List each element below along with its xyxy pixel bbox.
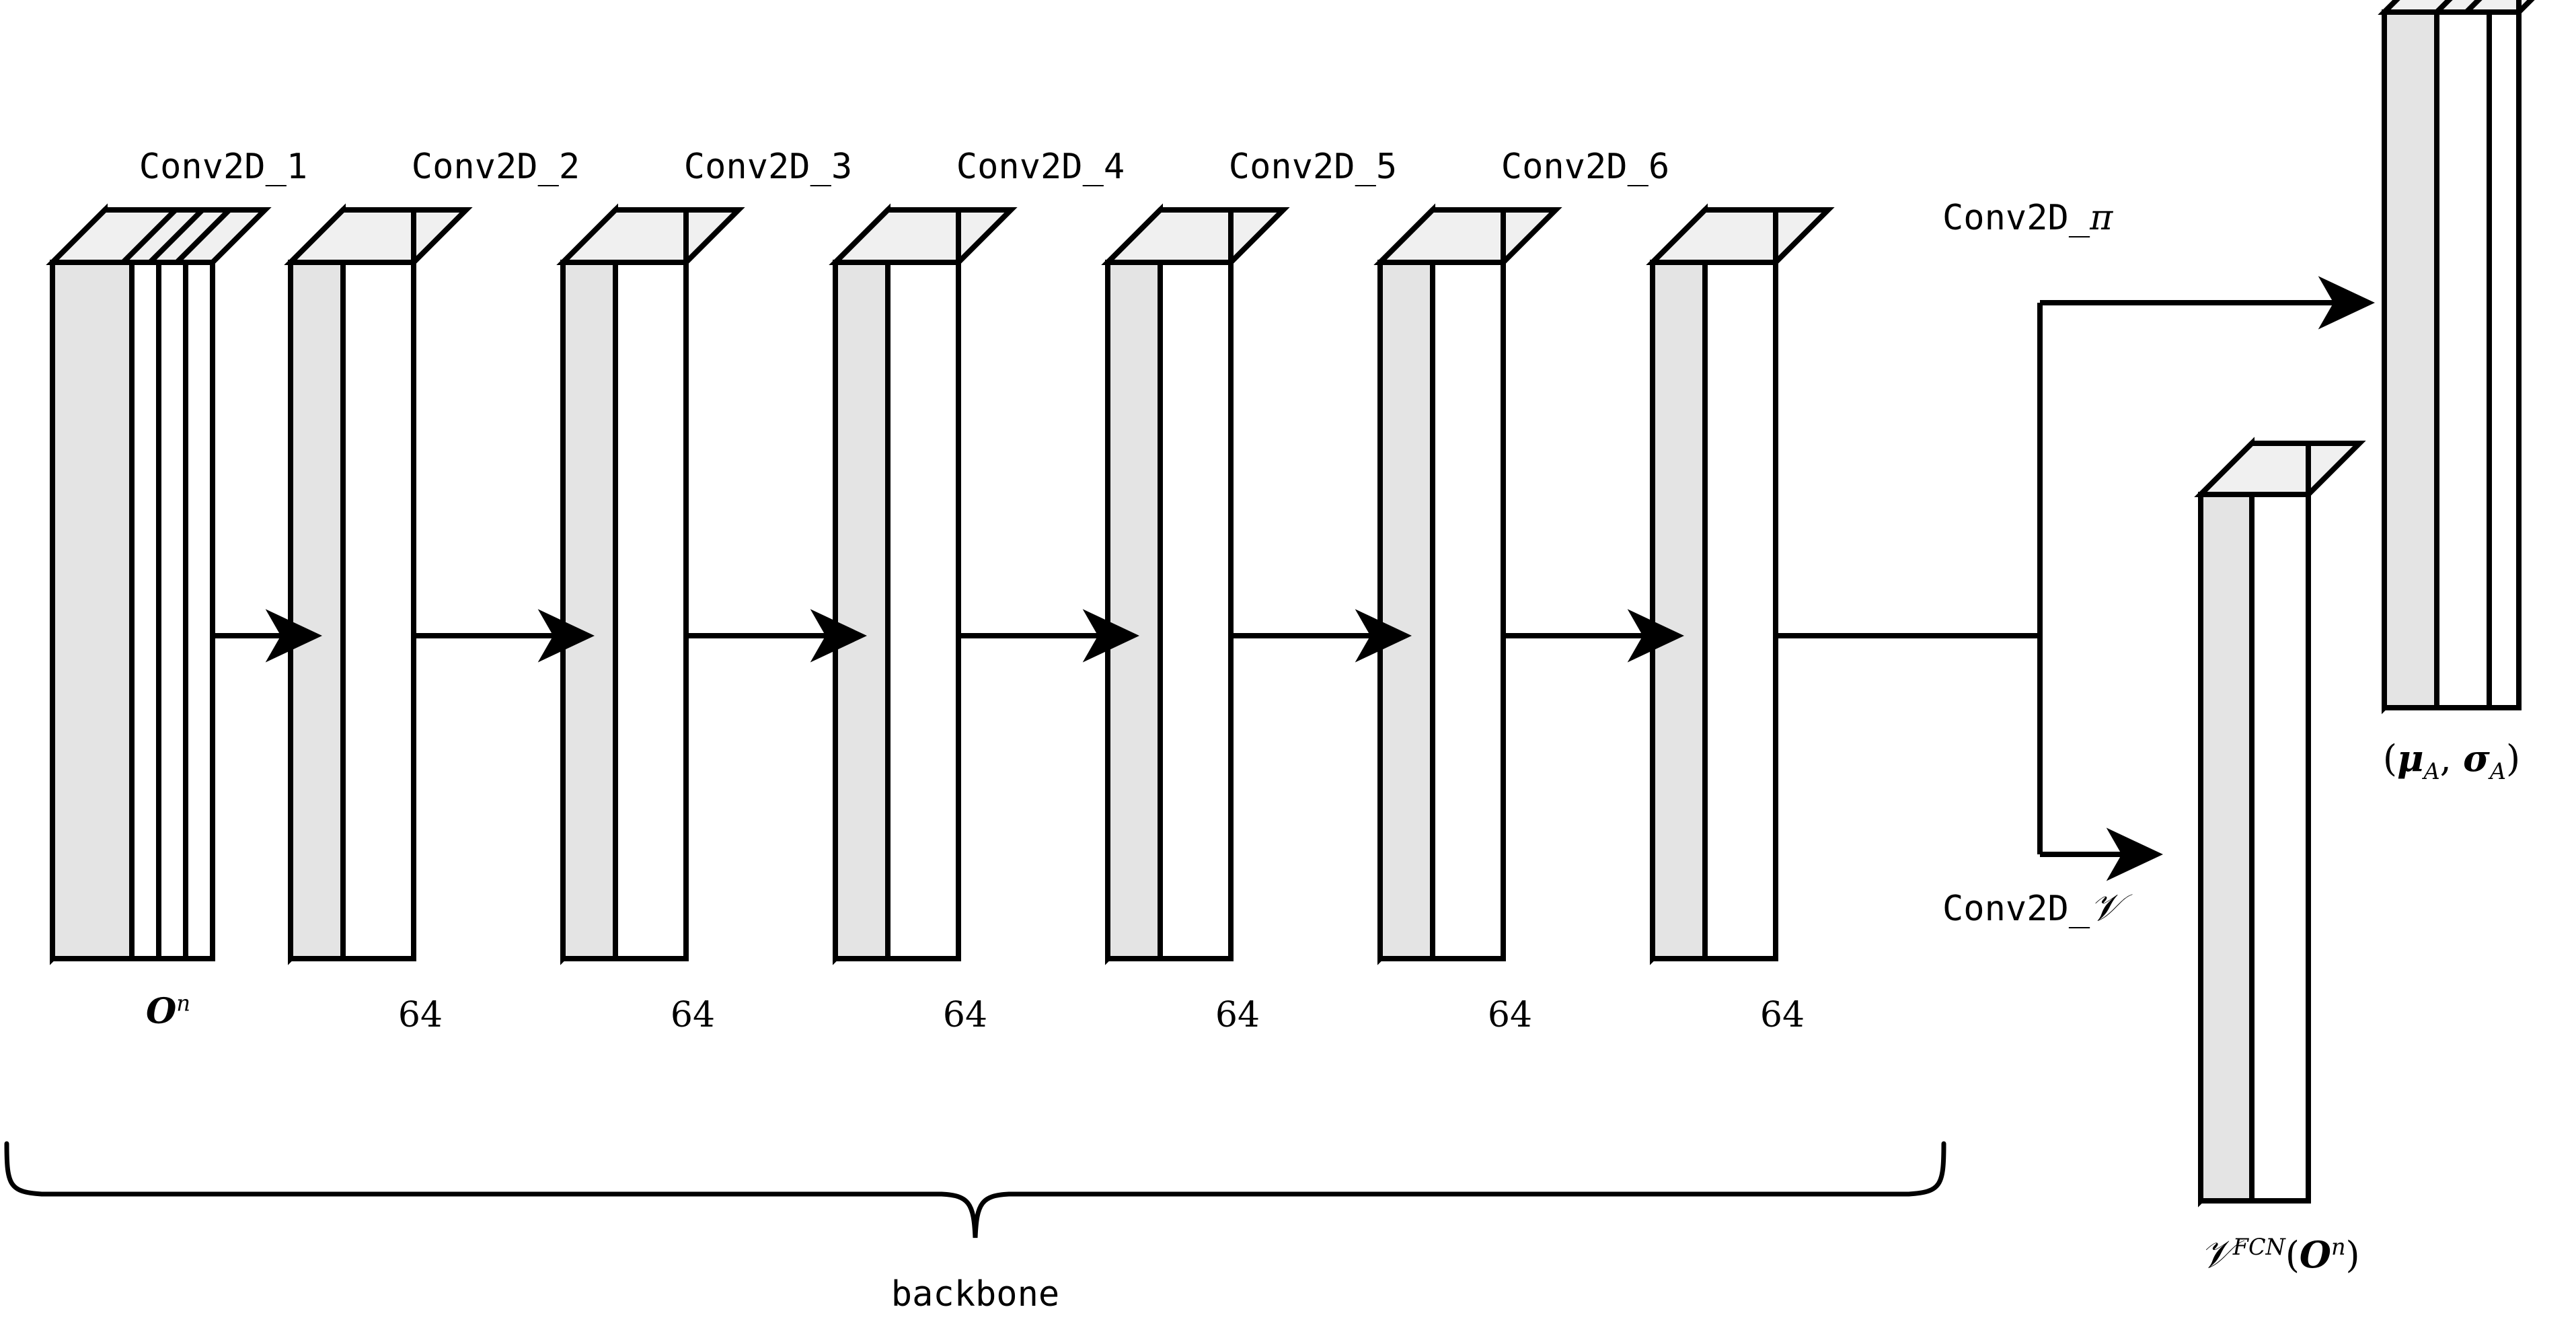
policy-head-prefix: Conv2D_ <box>1942 198 2090 238</box>
comma: , <box>2439 737 2464 780</box>
value-output-superscript: FCN <box>2232 1234 2285 1260</box>
value-output-o-superscript: n <box>2331 1234 2346 1260</box>
label-conv2d-6: Conv2D_6 <box>1501 147 1670 187</box>
label-conv2d-value-head: Conv2D_𝒱 <box>1942 889 2121 927</box>
conv-box-1 <box>284 203 473 965</box>
label-channels-4: 64 <box>1215 995 1260 1035</box>
value-paren-open: ( <box>2285 1234 2300 1276</box>
label-backbone: backbone <box>891 1274 1060 1315</box>
input-tensor-box <box>46 203 272 965</box>
conv-box-3 <box>829 203 1018 965</box>
backbone-brace <box>4 1141 1946 1238</box>
label-policy-output: (μA, σA) <box>2382 737 2521 782</box>
value-paren-close: ) <box>2345 1234 2360 1276</box>
label-channels-3: 64 <box>942 995 988 1035</box>
paren-open: ( <box>2382 737 2397 780</box>
sigma-symbol: σ <box>2463 737 2490 780</box>
label-value-output: 𝒱FCN(On) <box>2200 1234 2359 1273</box>
input-tensor-symbol: O <box>145 991 177 1032</box>
label-input-tensor: On <box>145 990 191 1032</box>
label-conv2d-5: Conv2D_5 <box>1228 147 1398 187</box>
value-output-script-v: 𝒱 <box>2200 1231 2233 1277</box>
value-output-box <box>2194 437 2366 1208</box>
value-head-prefix: Conv2D_ <box>1942 889 2090 929</box>
policy-output-box <box>2378 0 2535 714</box>
value-output-o: O <box>2299 1233 2331 1276</box>
head-branch-lines <box>1778 276 2375 881</box>
label-conv2d-3: Conv2D_3 <box>683 147 853 187</box>
label-channels-6: 64 <box>1759 995 1805 1035</box>
conv-box-6 <box>1646 203 1835 965</box>
mu-symbol: μ <box>2396 737 2424 780</box>
conv-box-2 <box>556 203 745 965</box>
label-conv2d-policy-head: Conv2D_π <box>1942 200 2113 235</box>
paren-close: ) <box>2506 737 2521 780</box>
label-channels-5: 64 <box>1487 995 1533 1035</box>
conv-box-4 <box>1101 203 1290 965</box>
sigma-subscript: A <box>2489 757 2507 784</box>
script-v-symbol: 𝒱 <box>2090 886 2121 930</box>
conv-box-5 <box>1373 203 1562 965</box>
label-channels-2: 64 <box>670 995 716 1035</box>
mu-subscript: A <box>2423 757 2440 784</box>
label-conv2d-4: Conv2D_4 <box>956 147 1125 187</box>
pi-symbol: π <box>2090 198 2113 238</box>
label-conv2d-2: Conv2D_2 <box>411 147 580 187</box>
label-conv2d-1: Conv2D_1 <box>139 147 308 187</box>
input-tensor-superscript: n <box>176 990 191 1016</box>
label-channels-1: 64 <box>397 995 443 1035</box>
